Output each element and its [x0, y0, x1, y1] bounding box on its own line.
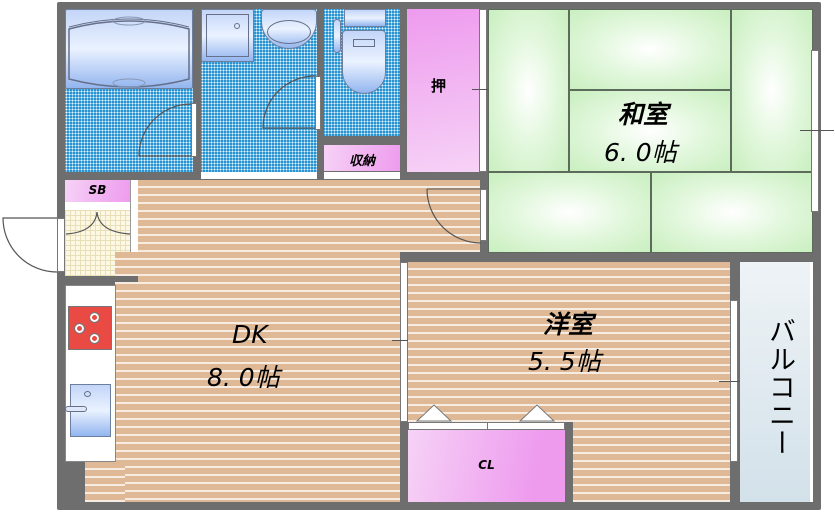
balcony-window-mark [719, 381, 753, 382]
washing-machine-icon [201, 9, 254, 62]
closet-door-arrow-icon [518, 404, 556, 422]
tatami-mat [569, 90, 731, 172]
washitsu-name: 和室 [618, 100, 669, 129]
stove-icon [68, 306, 112, 350]
closet-doors[interactable] [408, 422, 565, 430]
toilet-tank-icon [344, 9, 386, 27]
bathtub-icon [65, 9, 193, 89]
closet-label: CL [478, 458, 495, 472]
toilet-controls-icon [333, 19, 341, 53]
front-door[interactable] [57, 218, 65, 272]
closet-wall [565, 422, 573, 502]
washitsu-room: 和室 6. 0帖 [488, 9, 813, 253]
balcony: バルコニー [740, 262, 813, 502]
entrance-genkan [65, 210, 130, 276]
tatami-mat [569, 9, 731, 90]
tatami-mat [488, 9, 569, 172]
washroom-door[interactable] [315, 76, 321, 130]
kitchen-sink-icon [70, 384, 111, 437]
bathroom-door-icon [138, 103, 192, 157]
dk-room [115, 252, 400, 502]
youshitsu-sliding-door[interactable] [400, 262, 408, 422]
tatami-mat [731, 9, 813, 172]
dk-name: DK [232, 320, 268, 349]
shoe-box-label: SB [88, 183, 107, 197]
shoe-box-door[interactable] [65, 202, 130, 210]
shoe-box: SB [65, 180, 130, 202]
faucet-icon [65, 406, 87, 412]
youshitsu-size: 5. 5帖 [528, 347, 601, 376]
front-door-swing-icon [2, 217, 58, 273]
closet-door-arrow-icon [415, 404, 453, 422]
dk-room [138, 180, 480, 252]
washitsu-window-mark [800, 130, 834, 131]
balcony-name: バルコニー [764, 317, 795, 457]
oshiire-sliding-door[interactable] [479, 9, 487, 172]
balcony-label: バルコニー [762, 317, 795, 466]
shuno-label: 収納 [348, 154, 375, 169]
youshitsu-name: 洋室 [543, 310, 594, 339]
shoe-box-doors-icon [65, 211, 131, 235]
oshiire-door-mark [472, 89, 496, 90]
washitsu-door[interactable] [480, 189, 487, 241]
tatami-mat [488, 172, 651, 253]
inner-wall [65, 276, 138, 282]
washroom-opening[interactable] [201, 172, 317, 179]
washitsu-door-swing-icon [426, 188, 482, 244]
bathroom-door[interactable] [191, 103, 197, 157]
dk-size: 8. 0帖 [207, 363, 280, 392]
dk-label-group: DK 8. 0帖 [200, 320, 320, 400]
washroom-door-icon [262, 75, 316, 129]
washitsu-window[interactable] [811, 50, 819, 212]
washbasin-icon [261, 9, 317, 49]
dk-room [85, 462, 125, 502]
inner-wall [65, 462, 85, 502]
youshitsu-door-mark [392, 340, 416, 341]
closet-cl: CL [408, 430, 565, 502]
tatami-mat [651, 172, 813, 253]
oshiire-label: 押 [431, 77, 447, 95]
oshiire-closet: 押 [407, 9, 479, 172]
washitsu-size: 6. 0帖 [604, 138, 677, 167]
hall-wall [130, 180, 138, 280]
storage-shuno: 収納 [324, 145, 400, 171]
shuno-door[interactable] [324, 172, 400, 179]
toilet-bowl-icon [342, 30, 386, 94]
